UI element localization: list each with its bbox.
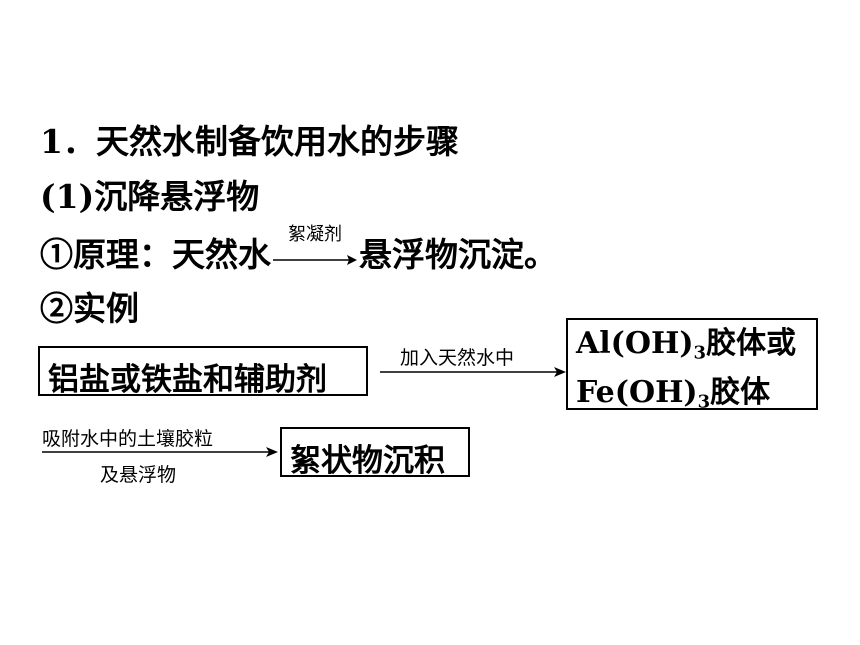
right-arrow-icon — [273, 255, 357, 265]
flow-arrow1-label: 加入天然水中 — [400, 347, 515, 369]
flow-arrow2-label-bottom: 及悬浮物 — [100, 464, 177, 486]
principle-arrow: 絮凝剂 — [271, 226, 359, 274]
heading-text: 天然水制备饮用水的步骤 — [95, 122, 459, 161]
flow-box-colloid-line1: Al(OH)3胶体或 — [576, 326, 797, 364]
heading: 1．天然水制备饮用水的步骤 — [40, 125, 459, 158]
right-arrow-icon — [42, 447, 278, 457]
section-label: (1)沉降悬浮物 — [40, 177, 260, 216]
right-arrow-icon — [380, 367, 566, 377]
principle-arrow-label: 絮凝剂 — [288, 224, 342, 245]
heading-number: 1． — [40, 122, 96, 161]
flow-arrow2-label-top: 吸附水中的土壤胶粒 — [42, 428, 214, 450]
flow-box-colloid: Al(OH)3胶体或 Fe(OH)3胶体 — [566, 318, 818, 413]
principle-line: ①原理：天然水絮凝剂悬浮物沉淀。 — [40, 226, 557, 274]
flow-box-colloid-line2: Fe(OH)3胶体 — [576, 375, 771, 413]
principle-suffix: 悬浮物沉淀。 — [359, 235, 557, 274]
flow-box-sediment: 絮状物沉积 — [280, 427, 470, 479]
principle-prefix: ①原理：天然水 — [40, 235, 271, 274]
example-label: ②实例 — [40, 289, 139, 328]
flow-box-reagent: 铝盐或铁盐和辅助剂 — [38, 346, 368, 398]
